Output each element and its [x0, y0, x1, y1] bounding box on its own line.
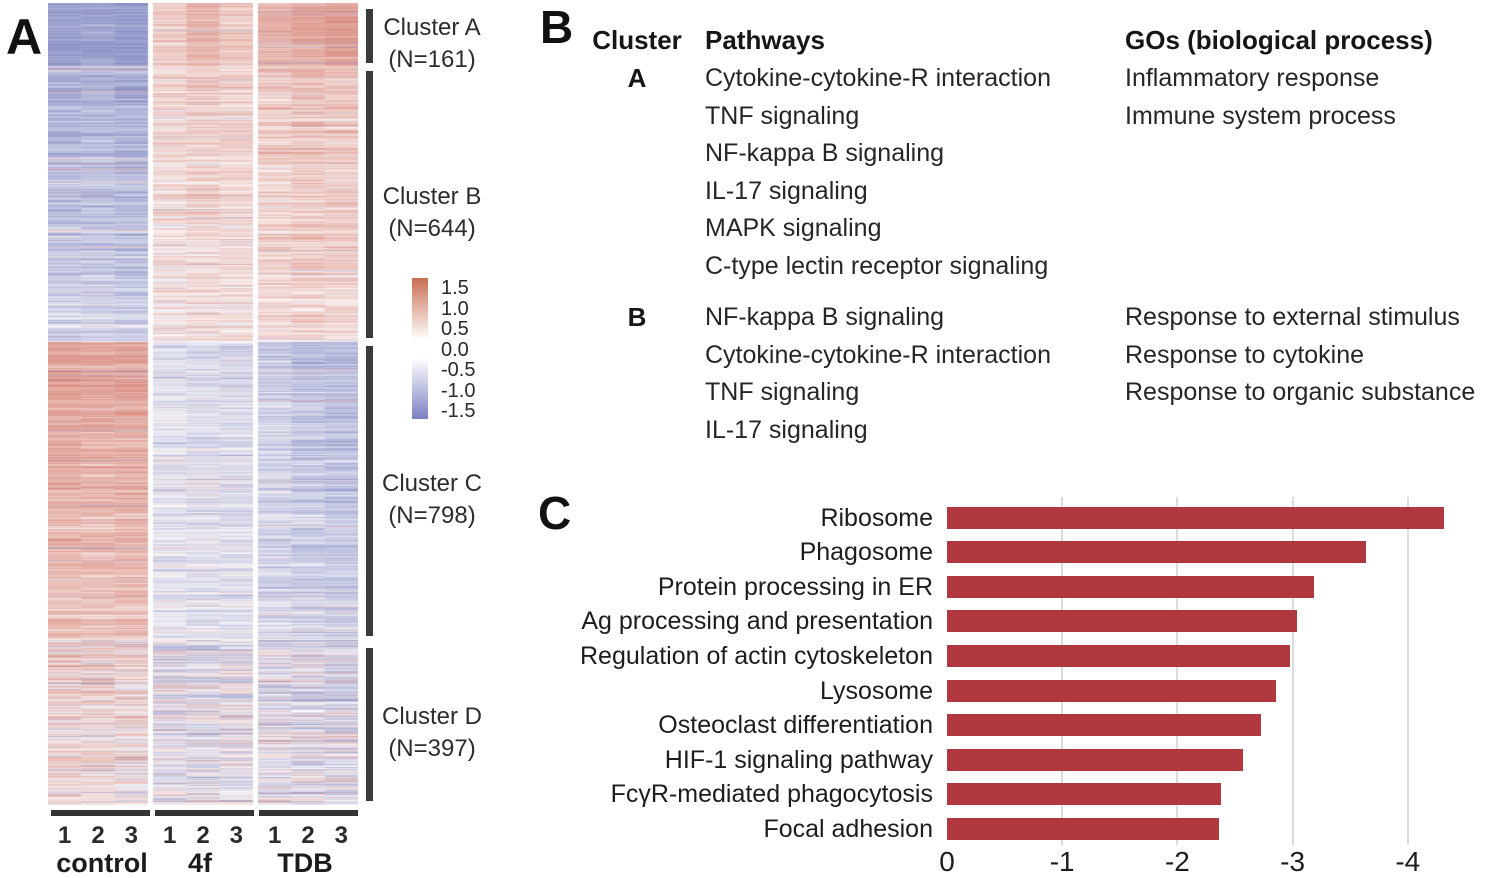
pathway-cell: TNF signaling — [705, 378, 860, 406]
cluster-extent-bar — [366, 346, 373, 636]
sample-number-label: 1 — [58, 822, 72, 849]
bar-category-label: Osteoclast differentiation — [658, 711, 933, 740]
bar-category-label: FcγR-mediated phagocytosis — [610, 780, 933, 809]
go-cell: Immune system process — [1125, 101, 1396, 130]
colorbar-tick-label: 1.5 — [441, 277, 469, 299]
colorbar-tick-label: -1.5 — [441, 400, 476, 422]
pathway-cell: Cytokine-cytokine-R interaction — [705, 340, 1051, 369]
pathway-cell: MAPK signaling — [705, 214, 882, 242]
sample-number-label: 3 — [229, 822, 243, 849]
sample-number-label: 2 — [91, 822, 105, 849]
sample-number-label: 2 — [301, 822, 315, 849]
bar-category-label: Ag processing and presentation — [581, 607, 933, 636]
sample-number-label: 1 — [163, 822, 177, 849]
sample-number-label: 3 — [334, 822, 348, 849]
panel-b-label: B — [540, 1, 574, 53]
cluster-n-label: (N=397) — [388, 735, 476, 762]
bar — [947, 714, 1262, 737]
bar-category-label: Regulation of actin cytoskeleton — [580, 641, 933, 670]
cluster-label: Cluster A — [383, 14, 481, 41]
panel-a-label: A — [6, 9, 43, 65]
bar — [947, 610, 1298, 633]
colorbar-tick-label: 1.0 — [441, 297, 469, 320]
table-header-pathways: Pathways — [705, 25, 825, 55]
bar — [947, 575, 1315, 598]
table-header-gos: GOs (biological process) — [1125, 25, 1433, 55]
go-cell: Response to organic substance — [1125, 378, 1476, 406]
go-cell: Inflammatory response — [1125, 64, 1380, 92]
colorbar-tick-label: -0.5 — [441, 359, 476, 381]
pathway-cell: C-type lectin receptor signaling — [705, 251, 1049, 280]
bar-category-label: Lysosome — [819, 676, 933, 705]
table-header-cluster: Cluster — [592, 25, 682, 55]
bar — [947, 541, 1367, 564]
bar-category-label: Focal adhesion — [763, 814, 933, 843]
pathway-cell: NF-kappa B signaling — [705, 139, 945, 167]
cluster-n-label: (N=644) — [388, 215, 476, 242]
group-label: TDB — [277, 848, 333, 878]
group-label: 4f — [187, 848, 212, 878]
group-underline-bar — [259, 810, 358, 816]
cluster-label: Cluster C — [381, 470, 483, 497]
cluster-extent-bar — [366, 648, 373, 801]
bar — [947, 679, 1277, 702]
sample-number-label: 2 — [196, 822, 210, 849]
gridline — [1291, 497, 1294, 845]
x-tick-label: -1 — [1049, 846, 1075, 877]
pathway-cell: TNF signaling — [705, 101, 860, 130]
bar-category-label: HIF-1 signaling pathway — [664, 745, 933, 774]
pathway-cell: Cytokine-cytokine-R interaction — [705, 64, 1051, 92]
pathway-cell: IL-17 signaling — [705, 176, 868, 205]
pathway-cell: NF-kappa B signaling — [705, 303, 945, 331]
cluster-label: Cluster B — [382, 183, 482, 210]
go-cell: Response to external stimulus — [1125, 303, 1460, 331]
colorbar-gradient — [412, 278, 428, 419]
sample-number-label: 1 — [268, 822, 282, 849]
gridline — [1061, 497, 1064, 845]
colorbar-tick-label: -1.0 — [441, 379, 476, 402]
panel-c-label: C — [538, 487, 572, 539]
x-tick-label: -3 — [1280, 846, 1306, 877]
bar — [947, 817, 1219, 840]
gridline — [1406, 497, 1409, 845]
x-tick-label: -2 — [1164, 846, 1190, 877]
group-underline-bar — [51, 810, 150, 816]
x-tick-label: 0 — [939, 846, 955, 877]
colorbar-tick-label: 0.0 — [441, 338, 469, 361]
heatmap-canvas — [48, 3, 358, 805]
cluster-extent-bar — [366, 9, 373, 63]
bar — [947, 748, 1244, 771]
group-underline-bar — [155, 810, 254, 816]
bar-category-label: Protein processing in ER — [657, 572, 933, 601]
sample-number-label: 3 — [124, 822, 138, 849]
go-cell: Response to cytokine — [1125, 340, 1365, 369]
x-tick-label: -4 — [1395, 846, 1421, 877]
cluster-n-label: (N=798) — [388, 502, 476, 529]
pathway-cell: IL-17 signaling — [705, 415, 868, 444]
cluster-letter: A — [627, 63, 647, 93]
cluster-label: Cluster D — [381, 703, 483, 730]
gridline — [1176, 497, 1179, 845]
colorbar-tick-label: 0.5 — [441, 318, 469, 340]
bar — [947, 506, 1444, 529]
cluster-extent-bar — [366, 71, 373, 338]
bar-category-label: Ribosome — [820, 503, 933, 532]
cluster-n-label: (N=161) — [388, 46, 476, 73]
group-label: control — [56, 848, 148, 878]
cluster-letter: B — [627, 302, 647, 332]
bar-category-label: Phagosome — [799, 538, 933, 567]
bar — [947, 783, 1222, 806]
bar — [947, 644, 1291, 667]
